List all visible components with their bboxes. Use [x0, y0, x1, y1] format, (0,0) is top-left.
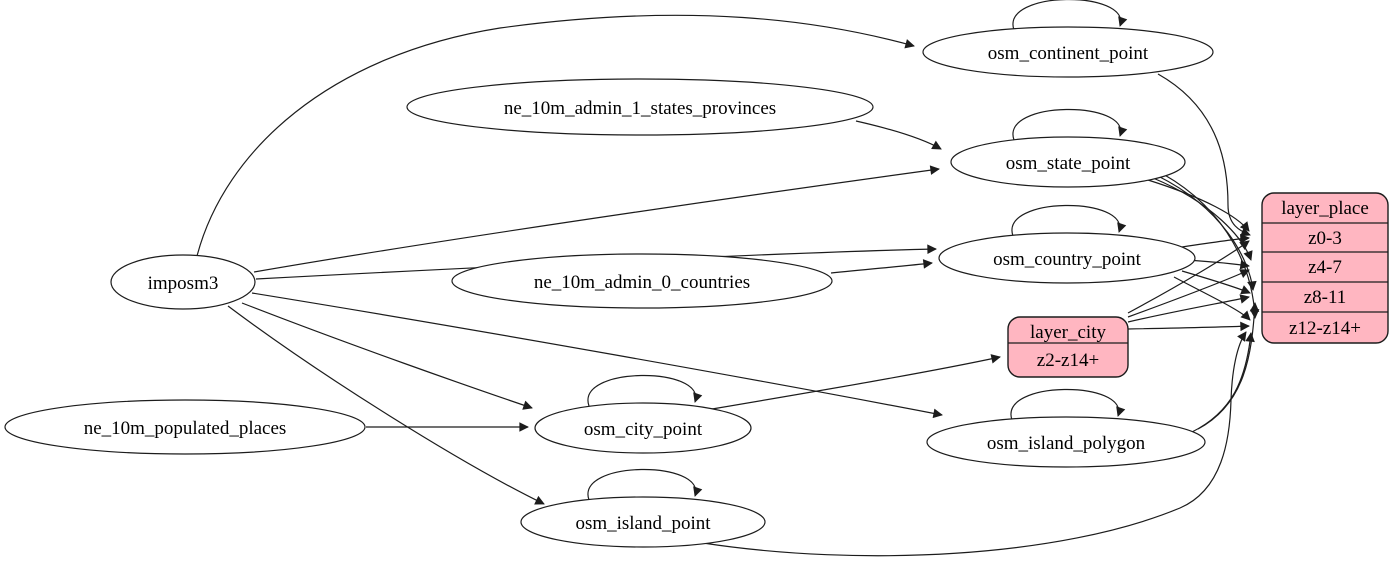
edge-imposm3-osm_city_point	[241, 302, 533, 410]
edge-osm_island_polygon-layer_place-z8-11	[1197, 302, 1260, 430]
selfloop-osm_continent_point	[1012, 0, 1128, 31]
edge-ne_10m_admin_0_countries-osm_country_point	[830, 259, 933, 274]
edge-osm_state_point-layer_place-z0-3	[1147, 179, 1250, 232]
osm_continent_point-label: osm_continent_point	[988, 43, 1149, 64]
node-imposm3: imposm3	[110, 254, 256, 310]
selfloop-osm_city_point	[587, 374, 703, 407]
osm_island_polygon-ellipse	[926, 416, 1206, 468]
ne_10m_admin_0_countries-label: ne_10m_admin_0_countries	[534, 272, 750, 293]
layer_city-title: layer_city	[1030, 322, 1106, 343]
node-ne_10m_admin_1_states_provinces: ne_10m_admin_1_states_provinces	[406, 78, 874, 136]
ne_10m_populated_places-label: ne_10m_populated_places	[84, 418, 287, 439]
selfloop-osm_island_polygon	[1010, 388, 1126, 421]
node-osm_state_point: osm_state_point	[950, 136, 1186, 188]
layer_city-box	[1007, 316, 1129, 378]
edge-osm_country_point-layer_place-z4-7	[1186, 259, 1250, 270]
edge-imposm3-osm_state_point	[253, 165, 940, 273]
edge-osm_country_point-layer_place-z8-11	[1181, 270, 1251, 295]
edge-layer_city-layer_place-z4-7	[1127, 269, 1250, 318]
osm_state_point-label: osm_state_point	[1006, 153, 1131, 174]
selfloop-osm_state_point	[1012, 108, 1128, 141]
node-layer_city: layer_city z2-z14+	[1007, 316, 1129, 378]
node-osm_continent_point: osm_continent_point	[922, 26, 1214, 78]
layer_place-row-z12-z14: z12-z14+	[1289, 318, 1361, 339]
edge-osm_continent_point-layer_place-z0-3	[1157, 73, 1251, 237]
osm_country_point-label: osm_country_point	[993, 249, 1141, 270]
layer_place-row-z8-11: z8-11	[1304, 287, 1347, 308]
layer_place-box	[1261, 192, 1389, 344]
edge-osm_island_point-layer_place-z12-z14	[702, 331, 1247, 557]
ne_10m_admin_0_countries-ellipse	[451, 253, 833, 309]
edge-imposm3-osm_island_polygon	[251, 292, 943, 419]
ne_10m_admin_1_states_provinces-ellipse	[406, 78, 874, 136]
osm_state_point-ellipse	[950, 136, 1186, 188]
edge-layer_city-layer_place-z8-11	[1127, 294, 1250, 323]
edge-osm_city_point-layer_city-z2-z14	[711, 354, 1001, 410]
node-osm_country_point: osm_country_point	[938, 232, 1196, 284]
node-ne_10m_admin_0_countries: ne_10m_admin_0_countries	[451, 253, 833, 309]
ne_10m_populated_places-ellipse	[4, 399, 366, 455]
edge-osm_country_point-layer_place-z0-3	[1181, 233, 1250, 248]
osm_continent_point-ellipse	[922, 26, 1214, 78]
edge-imposm3-osm_island_point	[227, 305, 545, 505]
osm_island_point-ellipse	[520, 496, 766, 548]
node-ne_10m_populated_places: ne_10m_populated_places	[4, 399, 366, 455]
ne_10m_admin_1_states_provinces-label: ne_10m_admin_1_states_provinces	[504, 98, 776, 119]
imposm3-ellipse	[110, 254, 256, 310]
edge-osm_state_point-layer_place-z12-z14	[1162, 173, 1260, 319]
edge-osm_country_point-layer_place-z12-z14	[1173, 276, 1251, 321]
edge-layer_city-layer_place-z0-3	[1127, 240, 1250, 314]
edge-osm_island_polygon-layer_place-z12-z14	[1191, 332, 1255, 433]
node-osm_city_point: osm_city_point	[534, 402, 752, 454]
selfloop-osm_country_point	[1011, 204, 1127, 237]
node-osm_island_point: osm_island_point	[520, 496, 766, 548]
edge-ne_10m_admin_1_states_provinces-osm_state_point	[855, 120, 942, 150]
node-layer_place: layer_place z0-3 z4-7 z8-11 z12-z14+	[1261, 192, 1389, 344]
edge-layer_city-layer_place-z12-z14	[1127, 321, 1250, 332]
osm_city_point-label: osm_city_point	[584, 419, 703, 440]
layer_place-title: layer_place	[1281, 198, 1369, 219]
edge-imposm3-osm_continent_point	[196, 14, 915, 257]
osm_island_polygon-label: osm_island_polygon	[987, 433, 1146, 454]
selfloop-osm_island_point	[587, 468, 703, 501]
osm_country_point-ellipse	[938, 232, 1196, 284]
osm_city_point-ellipse	[534, 402, 752, 454]
osm_island_point-label: osm_island_point	[575, 513, 711, 534]
layer_place-row-z0-3: z0-3	[1308, 228, 1342, 249]
node-osm_island_polygon: osm_island_polygon	[926, 416, 1206, 468]
imposm3-label: imposm3	[148, 273, 219, 294]
edge-osm_state_point-layer_place-z4-7	[1152, 177, 1253, 261]
layer_city-row-z2-z14: z2-z14+	[1037, 350, 1099, 371]
layer_place-row-z4-7: z4-7	[1308, 257, 1342, 278]
